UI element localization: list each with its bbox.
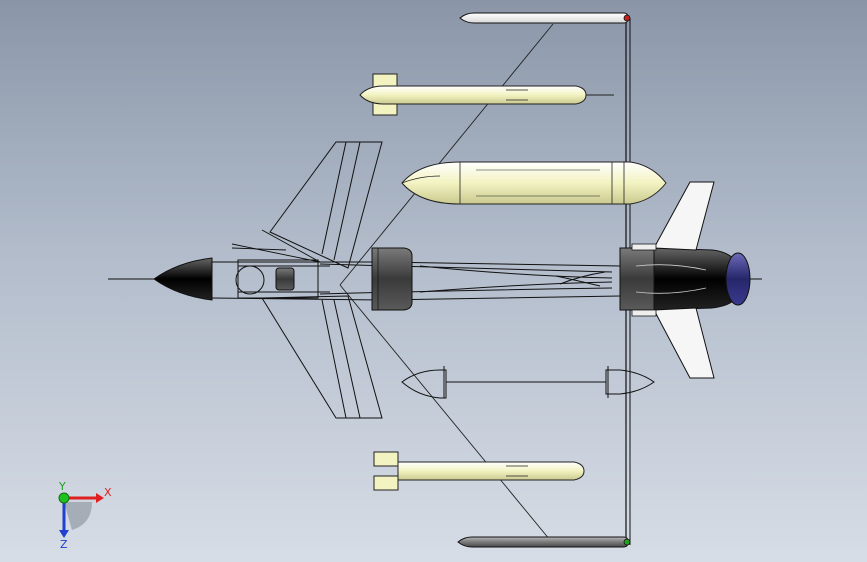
drop-tank[interactable] bbox=[401, 161, 667, 205]
wingtip-missile-top[interactable] bbox=[459, 12, 631, 24]
triad-y-label: Y bbox=[58, 480, 66, 493]
main-wing[interactable] bbox=[261, 141, 383, 419]
cockpit-canister[interactable] bbox=[275, 267, 295, 291]
tail-fin-lower[interactable] bbox=[631, 307, 715, 379]
nose-cone[interactable] bbox=[153, 257, 213, 301]
triad-shadow bbox=[64, 502, 92, 530]
coordinate-triad: X Y Z bbox=[58, 480, 112, 550]
wingtip-missile-bottom[interactable] bbox=[457, 536, 631, 548]
twin-pod-store[interactable] bbox=[401, 366, 655, 399]
missile-lower-small[interactable] bbox=[373, 451, 585, 491]
missile-upper-small[interactable] bbox=[359, 73, 614, 116]
construction-lines bbox=[339, 23, 554, 541]
triad-y-axis bbox=[58, 492, 70, 504]
fuselage[interactable] bbox=[211, 259, 621, 301]
engine-nacelle[interactable] bbox=[619, 247, 762, 311]
nozzle bbox=[725, 252, 751, 306]
triad-x-label: X bbox=[104, 486, 112, 499]
tail-fin-upper[interactable] bbox=[631, 181, 715, 251]
canard bbox=[231, 229, 321, 263]
intake-ring[interactable] bbox=[371, 247, 413, 311]
triad-z-label: Z bbox=[60, 538, 68, 550]
